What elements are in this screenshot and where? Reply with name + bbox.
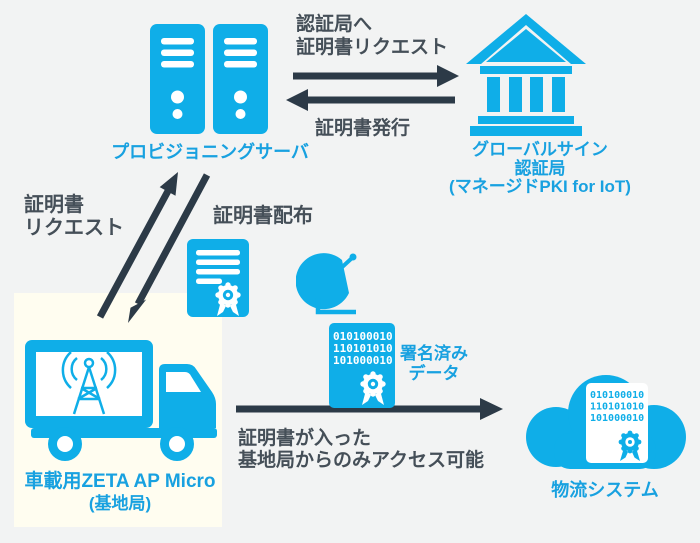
satellite-dish-icon bbox=[296, 253, 357, 315]
label-cert-distribution: 証明書配布 bbox=[213, 205, 313, 227]
label-signed-data-line1: 署名済み bbox=[400, 344, 468, 363]
binary-line: 110101010 bbox=[333, 342, 393, 355]
label-access-note: 証明書が入った 基地局からのみアクセス可能 bbox=[238, 428, 484, 472]
binary-line: 101000010 bbox=[590, 413, 644, 424]
antenna-icon bbox=[61, 351, 117, 415]
label-request-to-ca: 認証局へ 証明書リクエスト bbox=[296, 13, 448, 59]
label-ca-line3: (マネージドPKI for IoT) bbox=[449, 177, 631, 196]
arrow-request-to-ca bbox=[293, 65, 459, 87]
label-cert-request-line1: 証明書 bbox=[24, 194, 84, 216]
label-provisioning-server: プロビジョニングサーバ bbox=[111, 142, 309, 162]
label-truck-line1: 車載用ZETA AP Micro bbox=[24, 471, 216, 492]
label-ca-line2: 認証局 bbox=[514, 158, 566, 178]
binary-line: 010100010 bbox=[590, 390, 644, 401]
truck-base-station-icon bbox=[25, 340, 217, 461]
label-truck-line2: (基地局) bbox=[88, 494, 152, 513]
label-ca-line1: グローバルサイン bbox=[472, 140, 608, 159]
label-ca: グローバルサイン 認証局 (マネージドPKI for IoT) bbox=[425, 140, 655, 197]
binary-line: 101000010 bbox=[333, 354, 393, 367]
label-request-to-ca-line1: 認証局へ bbox=[296, 14, 373, 35]
signed-data-document-icon: 010100010 110101010 101000010 bbox=[329, 323, 395, 408]
label-truck: 車載用ZETA AP Micro (基地局) bbox=[10, 471, 230, 515]
label-signed-data-line2: データ bbox=[408, 363, 460, 383]
label-logistics: 物流システム bbox=[551, 480, 659, 500]
cloud-system-icon: 010100010 110101010 101000010 bbox=[526, 375, 686, 469]
label-signed-data: 署名済み データ bbox=[394, 344, 474, 383]
certificate-icon bbox=[187, 239, 249, 317]
label-access-note-line1: 証明書が入った bbox=[238, 428, 372, 449]
binary-line: 010100010 bbox=[333, 330, 393, 343]
binary-line: 110101010 bbox=[590, 402, 644, 413]
label-cert-request: 証明書 リクエスト bbox=[24, 194, 124, 240]
label-access-note-line2: 基地局からのみアクセス可能 bbox=[238, 450, 485, 471]
bank-ca-icon bbox=[466, 14, 586, 136]
label-issue-from-ca: 証明書発行 bbox=[315, 118, 411, 139]
label-cert-request-line2: リクエスト bbox=[24, 217, 124, 239]
arrow-issue-from-ca bbox=[286, 89, 455, 111]
server-rack-icon bbox=[150, 24, 268, 134]
label-request-to-ca-line2: 証明書リクエスト bbox=[296, 37, 449, 58]
